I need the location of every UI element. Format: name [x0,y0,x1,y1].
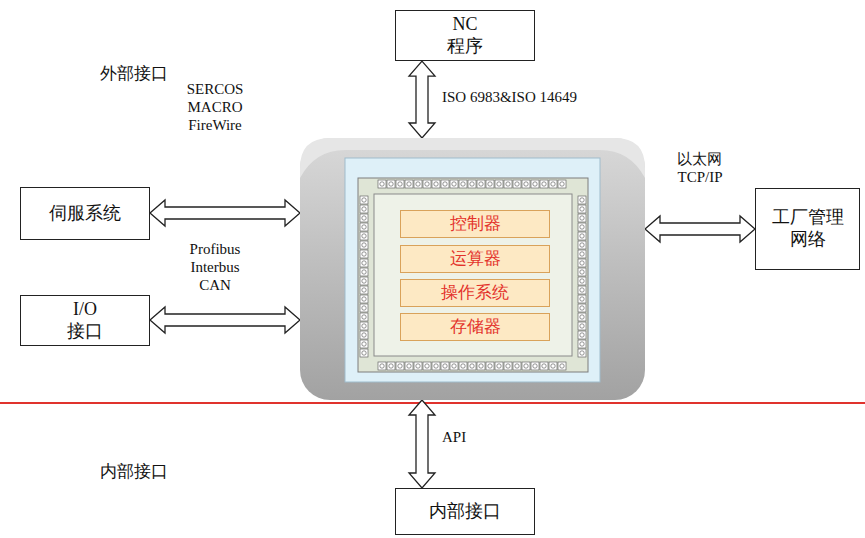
interface-box: 内部接口 [395,488,535,535]
module-box: 存储器 [400,313,550,341]
node-text: 运算器 [450,249,501,269]
double-arrow [409,400,435,488]
protocol-label: API [442,428,466,446]
module-box: 控制器 [400,210,550,238]
chip-core [374,194,572,356]
node-text: NC 程序 [447,14,483,57]
node-text: 控制器 [450,214,501,234]
module-box: 操作系统 [400,279,550,307]
section-label: 外部接口 [100,62,168,85]
node-text: I/O 接口 [67,299,103,342]
protocol-label: Profibus Interbus CAN [190,240,241,294]
housing-body [300,138,645,400]
section-label: 内部接口 [100,460,168,483]
protocol-label: ISO 6983&ISO 14649 [442,88,577,106]
node-text: 存储器 [450,317,501,337]
chip-body [358,178,588,372]
double-arrow [150,200,300,226]
node-text: 工厂管理 网络 [772,207,844,250]
protocol-label: 以太网 TCP/IP [677,150,722,186]
servo-box: 伺服系统 [20,187,150,240]
network-box: 工厂管理 网络 [755,188,860,270]
board-panel [345,158,600,382]
divider-line [0,402,865,404]
double-arrow [150,307,300,333]
program-box: NC 程序 [395,10,535,61]
chip-pins [360,180,586,370]
protocol-label: SERCOS MACRO FireWire [187,80,244,134]
node-text: 操作系统 [441,283,509,303]
node-text: 伺服系统 [49,203,121,225]
double-arrow [409,61,435,138]
module-box: 运算器 [400,245,550,273]
node-text: 内部接口 [429,501,501,523]
io-box: I/O 接口 [20,295,150,346]
cnc-device: 控制器运算器操作系统存储器 [300,138,645,400]
double-arrow [645,216,755,242]
